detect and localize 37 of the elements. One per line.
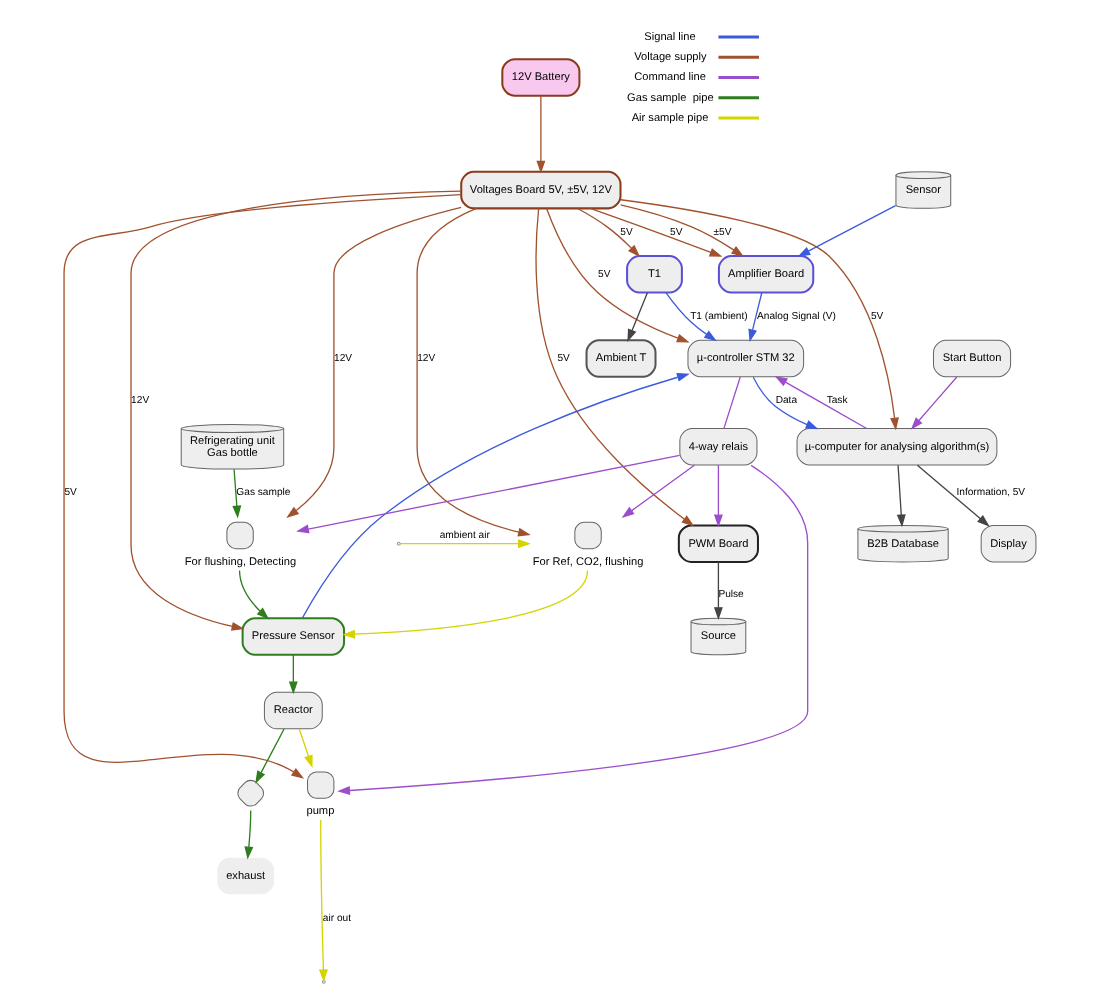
arrow: [621, 464, 696, 518]
arrow: [713, 561, 723, 620]
arrow: [298, 728, 313, 769]
arrow: [301, 373, 690, 619]
arrow: [286, 206, 462, 518]
node-valve: [237, 779, 265, 807]
arrow: [63, 194, 462, 779]
arrow: [665, 292, 717, 342]
arrow: [748, 292, 763, 343]
arrow: [416, 207, 531, 537]
arrow: [896, 464, 906, 528]
arrow: [576, 207, 641, 258]
arrow: [589, 207, 723, 257]
arrow: [238, 569, 270, 620]
arrow: [916, 464, 990, 527]
arrow: [232, 468, 242, 519]
arrow: [535, 207, 695, 527]
arrow: [713, 464, 723, 528]
arrow: [620, 204, 745, 257]
arrow: [255, 728, 285, 784]
arrow: [342, 569, 589, 639]
arrow: [244, 809, 254, 860]
arrow: [337, 464, 809, 795]
arrow: [545, 207, 690, 343]
arrow: [797, 204, 897, 257]
arrow: [296, 454, 681, 534]
arrow: [536, 95, 546, 174]
arrow: [399, 539, 531, 549]
arrow: [910, 376, 958, 430]
arrow: [130, 190, 462, 631]
arrow: [620, 199, 899, 431]
connector: [723, 376, 741, 429]
arrow: [774, 375, 868, 430]
arrow: [318, 819, 328, 983]
arrow: [627, 292, 649, 342]
arrow: [752, 376, 819, 430]
arrow: [288, 654, 298, 695]
